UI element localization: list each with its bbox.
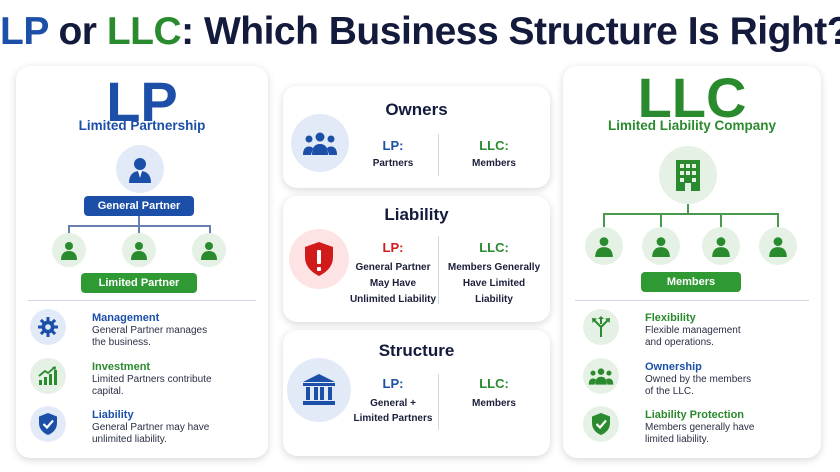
liability-llc-label: LLC: <box>479 240 509 255</box>
page-title: LP or LLC: Which Business Structure Is R… <box>0 6 840 58</box>
member-person-icon <box>702 227 740 265</box>
feature-title-ownership: Ownership <box>645 361 702 373</box>
owners-lp-text: Partners <box>372 158 414 169</box>
member-person-icon <box>759 227 797 265</box>
owners-card: Owners LP: Partners LLC: Members <box>283 86 550 188</box>
shield-check-icon <box>30 406 66 442</box>
feature-text-line: limited liability. <box>645 434 709 445</box>
owners-title: Owners <box>385 100 448 119</box>
llc-heading: LLC <box>637 66 747 129</box>
liability-card: Liability LP: General Partner May Have U… <box>283 196 550 322</box>
lp-heading: LP <box>106 70 178 133</box>
structure-llc-text: Members <box>472 398 516 409</box>
tree-line <box>209 225 211 235</box>
feature-title-investment: Investment <box>92 361 151 373</box>
group-people-icon <box>291 114 349 172</box>
tree-line <box>777 213 779 227</box>
limited-partner-badge: Limited Partner <box>81 273 197 293</box>
feature-title-flexibility: Flexibility <box>645 312 696 324</box>
structure-lp-label: LP: <box>382 376 404 391</box>
tree-line <box>660 213 662 227</box>
llc-subtitle: Limited Liability Company <box>607 118 777 133</box>
structure-llc-label: LLC: <box>479 376 509 391</box>
feature-text-line: General Partner manages <box>92 325 208 336</box>
owners-llc-text: Members <box>472 158 516 169</box>
liability-lp-label: LP: <box>382 240 404 255</box>
feature-title-management: Management <box>92 312 160 324</box>
feature-text-line: the business. <box>92 337 151 348</box>
owners-lp-label: LP: <box>382 138 404 153</box>
limited-partner-person-icon <box>192 233 226 267</box>
liability-llc-text: Have Limited <box>462 278 526 289</box>
feature-text-line: General Partner may have <box>92 422 210 433</box>
feature-text-line: Owned by the members <box>645 374 752 385</box>
general-partner-person-icon <box>116 145 164 193</box>
structure-title: Structure <box>378 341 455 360</box>
column-separator <box>438 134 439 176</box>
feature-text-line: of the LLC. <box>645 386 694 397</box>
growth-chart-icon <box>30 358 66 394</box>
gear-icon <box>30 309 66 345</box>
tree-line <box>603 213 605 227</box>
title-or: or <box>48 10 107 53</box>
limited-partner-person-icon <box>52 233 86 267</box>
title-llc: LLC <box>106 10 182 53</box>
tree-line <box>603 213 779 215</box>
section-divider <box>575 300 809 301</box>
group-icon <box>583 358 619 394</box>
feature-text-line: capital. <box>92 386 124 397</box>
liability-llc-text: Liability <box>475 294 513 305</box>
section-divider <box>28 300 256 301</box>
tree-line <box>720 213 722 227</box>
office-building-icon <box>659 146 717 204</box>
alert-shield-icon <box>289 229 349 289</box>
feature-text-line: and operations. <box>645 337 714 348</box>
owners-llc-label: LLC: <box>479 138 509 153</box>
liability-lp-text: Unlimited Liability <box>349 294 437 305</box>
liability-lp-text: General Partner <box>355 262 431 273</box>
limited-partner-person-icon <box>122 233 156 267</box>
shield-check-icon <box>583 406 619 442</box>
feature-text-line: Members generally have <box>645 422 755 433</box>
general-partner-badge: General Partner <box>84 196 194 216</box>
feature-title-liability-protection: Liability Protection <box>645 409 745 421</box>
liability-title: Liability <box>384 205 449 224</box>
column-separator <box>438 374 439 430</box>
lp-subtitle: Limited Partnership <box>78 118 206 133</box>
column-separator <box>438 236 439 304</box>
structure-lp-text: General + <box>370 398 416 409</box>
tree-line <box>68 225 70 235</box>
feature-text-line: Limited Partners contribute <box>92 374 212 385</box>
split-arrows-icon <box>583 309 619 345</box>
llc-card: LLC Limited Liability Company Members Fl… <box>563 66 821 458</box>
structure-card: Structure LP: General + Limited Partners… <box>283 330 550 456</box>
lp-card: LP Limited Partnership General Partner L… <box>16 66 268 458</box>
feature-title-liability: Liability <box>92 409 134 421</box>
feature-text-line: Flexible management <box>645 325 741 336</box>
title-rest: : Which Business Structure Is Right? <box>181 10 840 53</box>
member-person-icon <box>585 227 623 265</box>
structure-lp-text: Limited Partners <box>353 413 433 424</box>
feature-text-line: unlimited liability. <box>92 434 167 445</box>
members-badge: Members <box>641 272 741 292</box>
tree-line <box>138 216 140 226</box>
liability-llc-text: Members Generally <box>447 262 541 273</box>
tree-line <box>138 225 140 235</box>
institution-building-icon <box>287 358 351 422</box>
member-person-icon <box>642 227 680 265</box>
title-lp: LP <box>0 10 49 53</box>
liability-lp-text: May Have <box>369 278 417 289</box>
tree-line <box>687 204 689 214</box>
